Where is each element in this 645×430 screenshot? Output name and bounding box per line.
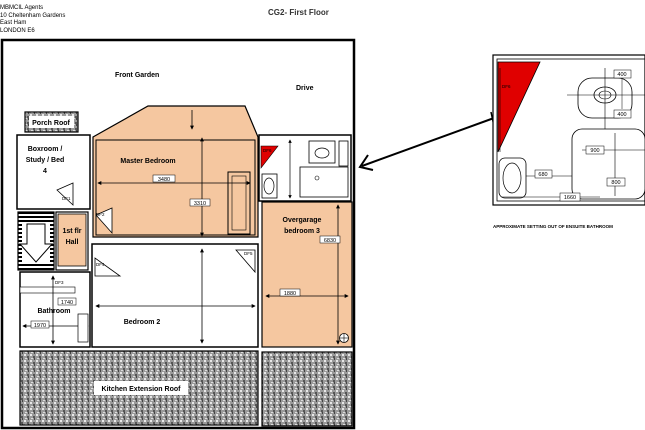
df3-tag: DF3 [55,280,64,285]
door-swing-df2 [95,207,113,235]
detail-wc [498,157,527,199]
hall-label-1: 1st flr [62,228,81,235]
df6-tag: DF6 [263,148,272,153]
ensuite-detail: DF6 400 400 900 800 680 1660 APPROXIMATE… [492,54,645,229]
boxroom-label-3: 4 [43,168,47,175]
ensuite-detail-red-corner [497,61,541,153]
front-garden-label: Front Garden [115,72,159,79]
boxroom-label-1: Boxroom / [28,146,63,153]
ensuite-caption: APPROXIMATE SETTING OUT OF ENSUITE BATHR… [493,224,613,229]
overgarage-label-2: bedroom 3 [284,228,320,235]
kitchen-roof-label: Kitchen Extension Roof [102,386,182,393]
overgarage-label-1: Overgarage [283,217,322,224]
overgarage-width-dim: 1880 [284,291,296,297]
detail-dim-800: 800 [611,180,620,186]
garage-roof [261,351,353,427]
master-height-dim: 3310 [194,201,206,207]
df4-tag: DF4 [96,262,105,267]
master-bedroom-label: Master Bedroom [120,158,175,165]
door-swing-df1 [56,182,74,206]
bedroom2-label: Bedroom 2 [124,319,161,326]
master-bedroom [92,105,259,238]
boxroom [16,134,91,210]
hall-label-2: Hall [66,239,79,246]
bathroom-label: Bathroom [37,308,70,315]
boxroom-label-2: Study / Bed [26,157,65,164]
address-line-3: LONDON E6 [0,27,35,34]
ensuite-basin [308,140,336,164]
df5-tag: DF5 [244,251,253,256]
ensuite-pointer-arrow [361,117,495,167]
df1-tag: DF1 [62,196,71,201]
porch-roof-label: Porch Roof [32,120,70,127]
door-swing-df5 [235,249,256,274]
door-swing-df4 [94,257,122,277]
ensuite-detail-tag: DF6 [502,84,511,89]
drive-label: Drive [296,85,314,92]
plot-boundary [0,38,356,430]
detail-shower [571,128,645,200]
bathroom-width-dim: 1970 [34,323,46,329]
address-line-2: East Ham [0,20,27,26]
agent-address: MBMCIL Agents 10 Cheltenham Gardens East… [0,5,65,35]
page-title: CG2- First Floor [268,8,329,17]
df2-tag: DF2 [96,212,105,217]
stairs-down-arrow [18,223,54,263]
wardrobe [227,171,251,235]
agent-name: MBMCIL Agents [0,5,44,11]
ensuite-corner-red [260,145,279,169]
detail-dim-680: 680 [538,172,547,178]
overgarage-height-dim: 6830 [324,238,336,244]
ensuite-shower [299,166,349,198]
detail-dim-1660: 1660 [564,195,576,201]
detail-dim-900: 900 [590,148,599,154]
detail-dim-400a: 400 [617,72,626,78]
master-width-dim: 3480 [158,177,170,183]
detail-dim-400b: 400 [617,112,626,118]
bathroom-height-dim: 1740 [61,300,73,306]
bedroom-2 [91,243,259,348]
address-line-1: 10 Cheltenham Gardens [0,12,66,19]
